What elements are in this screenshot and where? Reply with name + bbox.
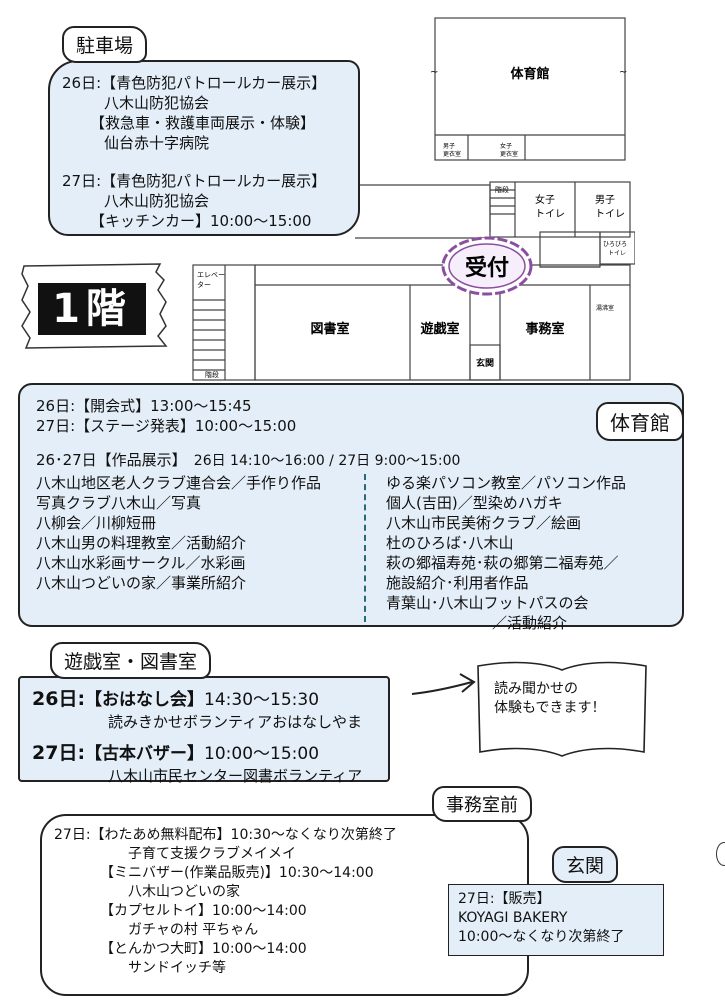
plan-mens-toilet-2: トイレ (595, 209, 625, 220)
plan-womens-toilet-2: トイレ (535, 209, 565, 220)
parking-line: 26日:【青色防犯パトロールカー展示】 (62, 74, 327, 92)
exhibit-item: 萩の郷福寿苑･萩の郷第二福寿苑／ (386, 554, 619, 572)
plan-girls-changing: 女子 (500, 142, 512, 150)
gym-schedule: 26日:【開会式】13:00～15:45 27日:【ステージ発表】10:00～1… (36, 396, 296, 436)
parking-box (48, 60, 360, 236)
office-line: 【とんかつ大町】10:00～14:00 (100, 941, 307, 957)
plan-mens-toilet: 男子 (595, 194, 615, 206)
break-mark-left: ~ (430, 67, 438, 78)
gym-box (18, 383, 684, 627)
bazaar-sub: 八木山市民センター図書ボランティア (108, 767, 363, 785)
exhibit-item: 八木山男の料理教室／活動紹介 (36, 534, 247, 552)
svg-text:受付: 受付 (465, 255, 509, 281)
entrance-line: 10:00～なくなり次第終了 (458, 929, 625, 945)
plan-boys-changing-2: 更衣室 (443, 150, 461, 158)
parking-line: 【キッチンカー】10:00～15:00 (90, 212, 312, 230)
arrow-icon (411, 673, 476, 695)
exhibit-item: 八木山市民美術クラブ／絵画 (386, 514, 582, 532)
playroom-content: 26日:【おはなし会】14:30～15:30 読みきかせボランティアおはなしやま… (32, 684, 362, 786)
plan-kitchenette: 湯沸室 (596, 304, 614, 312)
parking-line: 27日:【青色防犯パトロールカー展示】 (62, 172, 327, 190)
exhibit-item: 八木山地区老人クラブ連合会／手作り作品 (36, 474, 322, 492)
plan-elevator: エレベー (197, 271, 225, 279)
open-book-icon (477, 661, 647, 757)
plan-library: 図書室 (310, 321, 349, 337)
entrance-line: KOYAGI BAKERY (458, 910, 568, 926)
entrance-box (448, 884, 664, 956)
office-line: 【カプセルトイ】10:00～14:00 (100, 903, 307, 919)
plan-gym-label: 体育館 (510, 66, 549, 82)
office-line: 子育て支援クラブメイメイ (128, 846, 296, 862)
parking-content: 26日:【青色防犯パトロールカー展示】 八木山防犯協会 【救急車・救護車両展示・… (62, 73, 326, 231)
plan-office: 事務室 (525, 321, 564, 337)
exhibit-item: 青葉山･八木山フットパスの会 (386, 594, 589, 612)
exhibit-item: 八柳会／川柳短冊 (36, 514, 157, 532)
exhibit-item: 八木山水彩画サークル／水彩画 (36, 554, 246, 572)
exhibit-item: 杜のひろば･八木山 (386, 534, 514, 552)
office-line: 【ミニバザー(作業品販売)】10:30～14:00 (100, 865, 374, 881)
parking-line: 仙台赤十字病院 (104, 134, 210, 152)
storytime-time: 14:30～15:30 (204, 690, 320, 710)
entrance-line: 27日:【販売】 (458, 891, 551, 907)
playroom-tag: 遊戯室・図書室 (50, 642, 212, 679)
bazaar-row: 27日:【古本バザー】10:00～15:00 (32, 738, 362, 766)
plan-womens-toilet: 女子 (535, 193, 555, 206)
bazaar-event: 【古本バザー】 (85, 744, 205, 764)
plan-entrance: 玄関 (476, 357, 494, 369)
plan-wide-toilet: ひろびろ (603, 240, 627, 248)
storytime-sub: 読みきかせボランティアおはなしやま (108, 713, 362, 731)
storytime-event: 【おはなし会】 (85, 690, 205, 710)
exhibit-item: ／活動紹介 (492, 614, 568, 632)
plan-girls-changing-2: 更衣室 (500, 150, 518, 158)
gym-tag: 体育館 (596, 402, 684, 441)
parking-tag: 駐車場 (62, 26, 148, 63)
plan-wide-toilet-2: トイレ (608, 250, 626, 257)
exhibit-left-list: 八木山地区老人クラブ連合会／手作り作品 写真クラブ八木山／写真 八柳会／川柳短冊… (36, 473, 321, 593)
exhibit-item: 施設紹介･利用者作品 (386, 574, 529, 592)
exhibit-title: 26･27日【作品展示】 (36, 451, 187, 469)
office-tag: 事務室前 (432, 786, 532, 822)
exhibit-right-list: ゆる楽パソコン教室／パソコン作品 個人(吉田)／型染めハガキ 八木山市民美術クラ… (386, 473, 626, 633)
office-line: ガチャの村 平ちゃん (128, 922, 259, 938)
storytime-row: 26日:【おはなし会】14:30～15:30 (32, 684, 362, 712)
entrance-tag: 玄関 (552, 846, 619, 883)
gym-line: 26日:【開会式】13:00～15:45 (36, 397, 252, 415)
exhibit-times: 26日 14:10～16:00 / 27日 9:00～15:00 (193, 453, 461, 469)
entrance-content: 27日:【販売】 KOYAGI BAKERY 10:00～なくなり次第終了 (458, 890, 624, 947)
exhibit-item: 個人(吉田)／型染めハガキ (386, 494, 563, 512)
reception-badge: 受付 (441, 236, 533, 296)
page-edge-mark (716, 842, 725, 866)
parking-line: 八木山防犯協会 (104, 192, 210, 210)
plan-stairs-top: 階段 (495, 185, 509, 194)
plan-elevator-2: ター (197, 280, 211, 289)
office-line: サンドイッチ等 (128, 960, 226, 976)
office-line: 27日:【わたあめ無料配布】10:30～なくなり次第終了 (54, 827, 397, 843)
exhibit-item: 八木山つどいの家／事業所紹介 (36, 574, 247, 592)
gym-line: 27日:【ステージ発表】10:00～15:00 (36, 417, 297, 435)
exhibit-header: 26･27日【作品展示】 26日 14:10～16:00 / 27日 9:00～… (36, 450, 460, 471)
bazaar-time: 10:00～15:00 (204, 744, 320, 764)
office-box (40, 814, 529, 996)
break-mark-right: ~ (619, 67, 627, 78)
storytime-day: 26日: (32, 688, 86, 710)
exhibit-item: 写真クラブ八木山／写真 (36, 494, 202, 512)
plan-playroom: 遊戯室 (420, 321, 459, 337)
parking-line: 八木山防犯協会 (104, 94, 210, 112)
bazaar-day: 27日: (32, 742, 86, 764)
exhibit-divider (364, 474, 366, 622)
plan-boys-changing: 男子 (443, 143, 455, 150)
plan-stairs-bottom: 階段 (205, 370, 219, 379)
floor-plan: ~ ~ 体育館 男子 更衣室 女子 更衣室 階段 女子 トイレ 男子 トイレ ひ… (192, 17, 635, 381)
book-note-line: 読み聞かせの (494, 681, 578, 697)
parking-line: 【救急車・救護車両展示・体験】 (90, 114, 316, 132)
book-note-line: 体験もできます！ (494, 700, 606, 716)
book-note: 読み聞かせの 体験もできます！ (494, 680, 605, 718)
office-content: 27日:【わたあめ無料配布】10:30～なくなり次第終了 子育て支援クラブメイメ… (54, 826, 397, 978)
office-line: 八木山つどいの家 (128, 884, 240, 900)
floor-label: 1階 (38, 283, 146, 335)
exhibit-item: ゆる楽パソコン教室／パソコン作品 (386, 474, 627, 492)
